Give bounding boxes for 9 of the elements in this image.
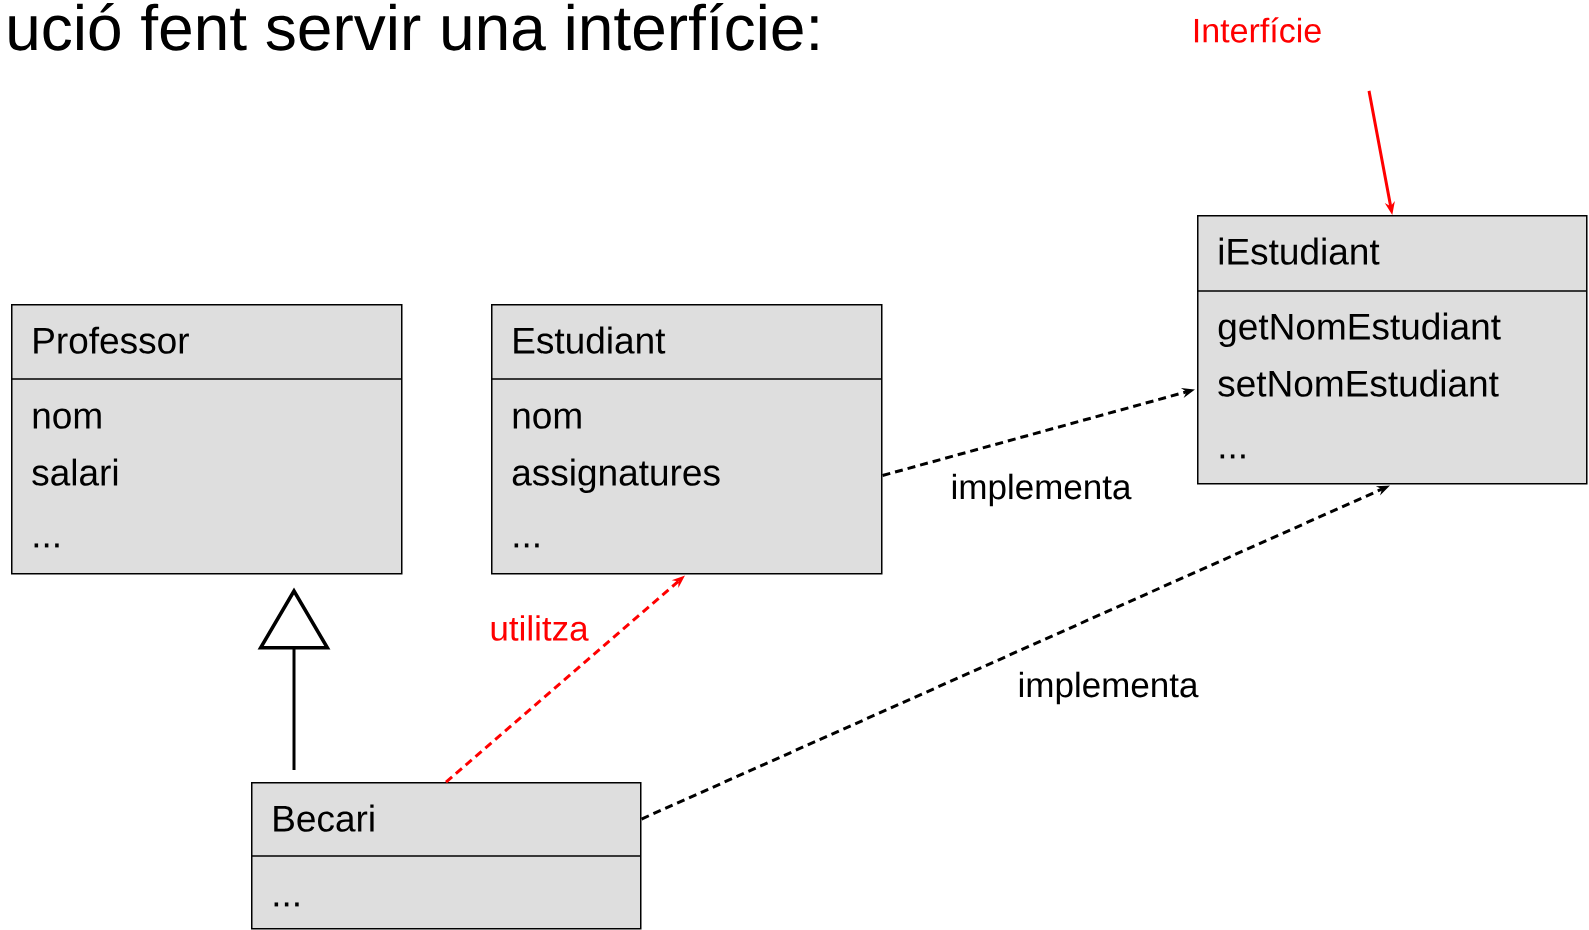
edge-label: implementa (1015, 669, 1201, 707)
slide-title: ució fent servir una interfície: (9, 2, 818, 51)
class-box: Professor nom salari ... (10, 304, 403, 575)
class-box: Becari ... (250, 782, 642, 930)
class-box: Estudiant nom assignatures ... (490, 304, 883, 575)
callout-text: Interfície (1194, 17, 1321, 43)
class-box: iEstudiant getNomEstudiant setNomEstudiant ... (1196, 215, 1588, 485)
edge-label: implementa (948, 471, 1134, 509)
edge-label: utilitza (487, 613, 591, 643)
